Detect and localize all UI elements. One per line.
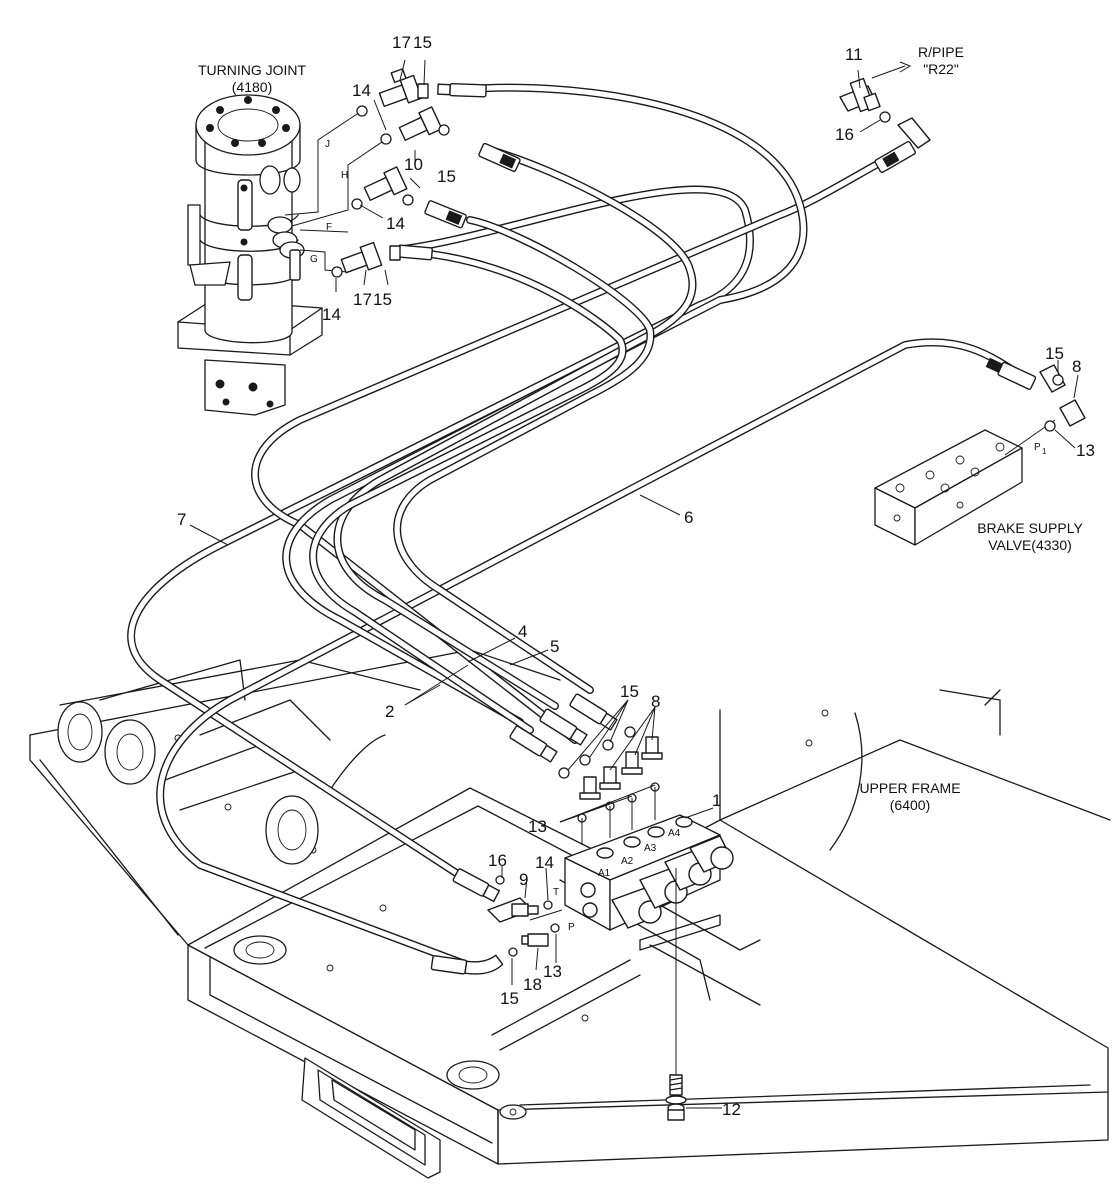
upper-frame xyxy=(29,649,1111,1179)
callout-13: 13 xyxy=(1076,441,1095,460)
callout-2: 2 xyxy=(385,702,394,721)
callout-10: 10 xyxy=(404,155,423,174)
r-pipe-name: R/PIPE xyxy=(918,44,964,60)
port-t: T xyxy=(553,887,559,898)
elbow-adapters xyxy=(340,68,450,274)
port-j: J xyxy=(325,139,330,150)
part-callouts: 14 17 15 11 16 10 15 14 14 17 15 15 8 13… xyxy=(177,33,1095,1119)
port-a2: A2 xyxy=(621,856,634,867)
bolt-12 xyxy=(665,1074,687,1121)
port-p: P xyxy=(568,922,575,933)
upper-frame-name: UPPER FRAME xyxy=(859,780,960,796)
callout-6: 6 xyxy=(684,508,693,527)
callout-11: 11 xyxy=(845,45,863,64)
turning-joint xyxy=(177,94,323,416)
port-f: F xyxy=(326,222,332,233)
callout-15: 15 xyxy=(1045,344,1064,363)
callout-12: 12 xyxy=(722,1100,741,1119)
control-valve xyxy=(564,814,734,1075)
brake-valve-name: BRAKE SUPPLY xyxy=(977,520,1083,536)
solenoid-1 xyxy=(611,887,662,929)
turning-joint-name: TURNING JOINT xyxy=(198,62,307,78)
port-g: G xyxy=(310,254,318,265)
callout-leaders xyxy=(189,59,1079,1109)
callout-14: 14 xyxy=(322,305,341,324)
callout-18: 18 xyxy=(523,975,542,994)
upper-frame-deck-top xyxy=(187,787,1109,1111)
callout-7: 7 xyxy=(177,510,186,529)
port-p1: P xyxy=(1034,442,1041,453)
port-labels: J H F G P 1 A1 A2 A3 A4 T P xyxy=(310,139,1047,933)
callout-15: 15 xyxy=(500,989,519,1008)
callout-15: 15 xyxy=(437,167,456,186)
callout-17: 17 xyxy=(353,290,372,309)
port-h: H xyxy=(341,170,348,181)
callout-16: 16 xyxy=(835,125,854,144)
solenoid-4 xyxy=(689,835,734,873)
callout-14: 14 xyxy=(386,214,405,233)
callout-4: 4 xyxy=(518,622,527,641)
callout-15: 15 xyxy=(620,682,639,701)
callout-14: 14 xyxy=(535,853,554,872)
callout-5: 5 xyxy=(550,637,559,656)
r-pipe-tee xyxy=(839,61,931,149)
callout-17: 17 xyxy=(392,33,411,52)
hose-fittings xyxy=(396,83,1037,975)
callout-14: 14 xyxy=(352,81,371,100)
turning-joint-code: (4180) xyxy=(232,79,272,95)
callout-15: 15 xyxy=(413,33,432,52)
port-leaders xyxy=(284,105,392,278)
counterweight-box xyxy=(301,1057,441,1179)
valve-fittings xyxy=(487,726,663,957)
upper-frame-code: (6400) xyxy=(890,797,930,813)
brake-valve-code: VALVE(4330) xyxy=(988,537,1072,553)
r-pipe-code: "R22" xyxy=(923,61,959,77)
port-a4: A4 xyxy=(668,828,681,839)
callout-9: 9 xyxy=(519,870,528,889)
brake-supply-valve xyxy=(874,364,1086,546)
callout-13: 13 xyxy=(528,817,547,836)
callout-13: 13 xyxy=(543,962,562,981)
callout-15: 15 xyxy=(373,290,392,309)
hydraulic-hoses xyxy=(127,83,1024,970)
callout-1: 1 xyxy=(712,791,721,810)
callout-16: 16 xyxy=(488,851,507,870)
port-p1-sub: 1 xyxy=(1042,447,1047,456)
port-a1: A1 xyxy=(598,868,611,879)
component-captions: TURNING JOINT (4180) R/PIPE "R22" BRAKE … xyxy=(198,44,1083,813)
hose-rpipe xyxy=(251,146,909,744)
callout-8: 8 xyxy=(651,692,660,711)
callout-8: 8 xyxy=(1072,357,1081,376)
port-a3: A3 xyxy=(644,843,657,854)
